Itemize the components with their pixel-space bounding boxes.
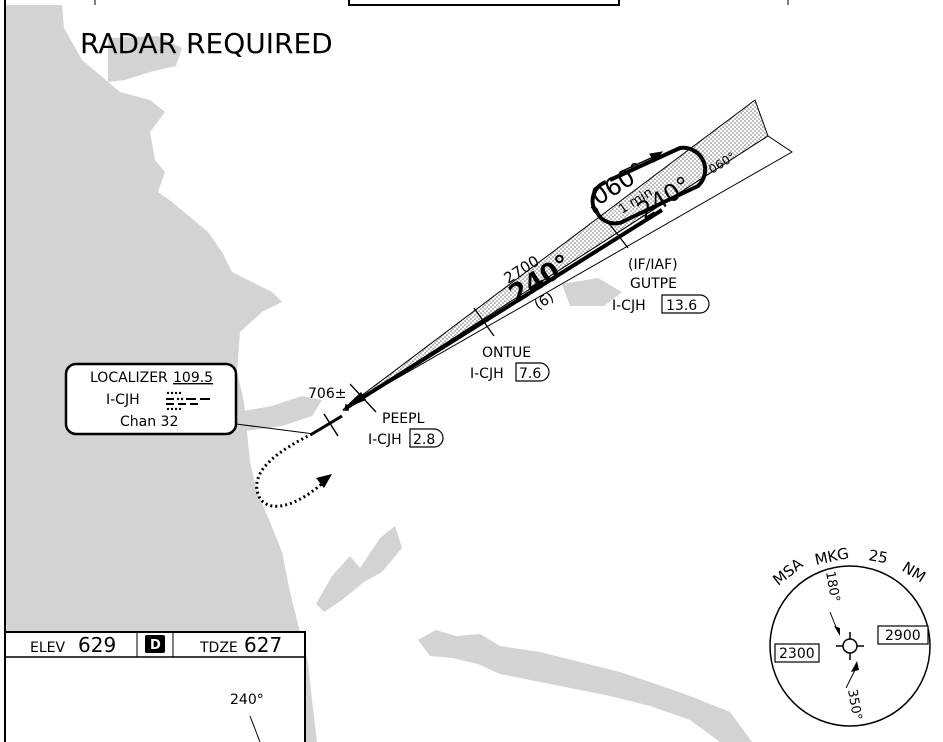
msa-bearing-a-arrow (834, 626, 840, 636)
localizer-box (64, 362, 238, 436)
msa-sector-b-box (877, 625, 929, 645)
obstacle-elevation: 706± (308, 386, 346, 402)
peepl-dme: 2.8 (413, 432, 435, 448)
obstacle-icon (343, 404, 349, 411)
estuary-mid (316, 526, 402, 612)
msa-sector-b-alt: 2900 (885, 628, 921, 644)
missed-approach-path (255, 432, 325, 508)
fix-tick-peepl (349, 383, 377, 413)
ontue-dme-box (515, 362, 550, 382)
peepl-name: PEEPL (382, 411, 425, 427)
localizer-antenna-icon (235, 413, 343, 437)
peepl-dme-ident: I-CJH (368, 432, 402, 448)
localizer-label: LOCALIZER (90, 370, 168, 386)
msa-bearing-a: 180° (822, 570, 842, 603)
msa-circle (769, 565, 931, 727)
elev-label: ELEV (30, 640, 65, 656)
ontue-dme: 7.6 (519, 366, 541, 382)
runway-heading: 240° (230, 692, 264, 708)
tdze-value: 627 (244, 633, 282, 657)
gutpe-dme: 13.6 (666, 298, 697, 314)
msa-bearing-b: 350° (844, 688, 864, 721)
localizer-feather (344, 99, 793, 409)
localizer-ident: I-CJH (106, 392, 140, 408)
elev-value: 629 (78, 633, 116, 657)
holding-pattern (590, 145, 708, 226)
lake-gutpe (562, 278, 622, 306)
gutpe-name: GUTPE (630, 276, 677, 292)
msa-radius: 25 (867, 546, 889, 567)
localizer-channel: Chan 32 (120, 414, 178, 430)
msa-center-fix-icon (836, 632, 864, 660)
river-lower (418, 630, 752, 742)
fix-tick-gutpe (607, 221, 629, 249)
msa-diagram: MSA MKG 25 NM 180° 350° 2300 2900 (769, 544, 931, 727)
localizer-freq: 109.5 (173, 370, 213, 386)
msa-sector-a-box (774, 643, 820, 663)
msa-bearing-b-line (845, 667, 857, 689)
ontue-name: ONTUE (482, 345, 531, 361)
tdze-label: TDZE (199, 640, 238, 656)
airport-diagram-box: ELEV 629 D TDZE 627 240° (4, 631, 306, 742)
ontue-dme-ident: I-CJH (470, 366, 504, 382)
gutpe-dme-box (661, 294, 710, 314)
runway-centerline (249, 715, 261, 742)
msa-fix: MKG (813, 544, 850, 569)
estuary-top (108, 36, 182, 82)
gutpe-dme-ident: I-CJH (612, 298, 646, 314)
msa-bearing-b-arrow (851, 661, 859, 672)
d-badge-label: D (150, 638, 161, 653)
msa-unit: NM (899, 558, 929, 586)
gutpe-role: (IF/IAF) (628, 257, 678, 273)
approach-track (342, 208, 664, 413)
msa-sector-a-alt: 2300 (779, 646, 815, 662)
d-badge (145, 635, 165, 653)
peepl-dme-box (409, 428, 444, 448)
morse-code-icon (166, 391, 210, 411)
fix-tick-ontue (473, 307, 495, 337)
missed-approach-arrow (316, 474, 332, 488)
estuary-upper (237, 396, 322, 432)
chart-title: RADAR REQUIRED (80, 27, 333, 60)
top-frame (4, 0, 789, 742)
